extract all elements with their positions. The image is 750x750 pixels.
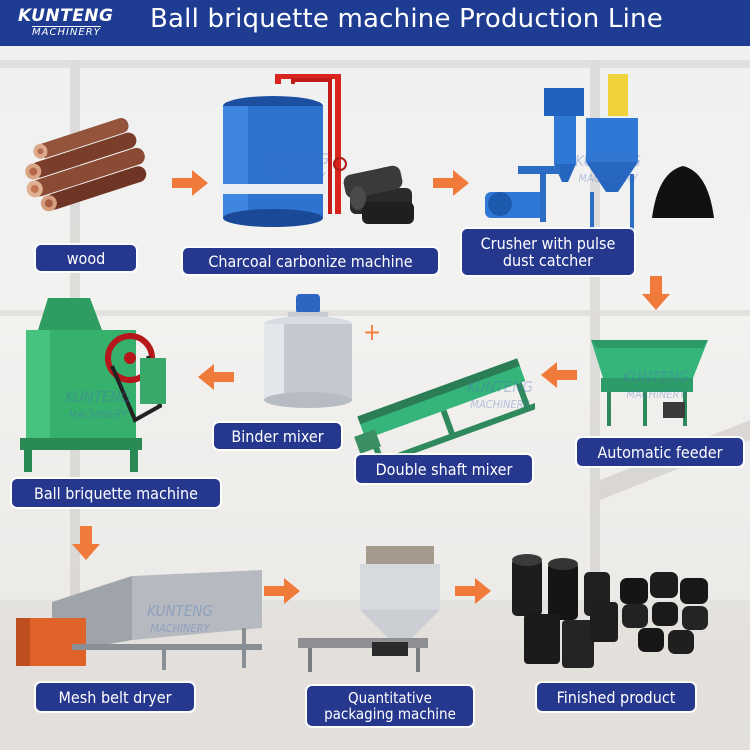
company-logo: KUNTENG MACHINERY	[18, 6, 113, 40]
step-label-mesh-belt-dryer: Mesh belt dryer	[36, 683, 194, 711]
arrow-right-icon	[455, 578, 491, 604]
logo-line1: KUNTENG	[18, 6, 114, 26]
ball-briquette-machine-image	[20, 298, 166, 472]
arrow-down-icon	[72, 526, 100, 560]
step-label-double-shaft-mixer: Double shaft mixer	[356, 455, 532, 483]
step-label-charcoal-carbonize-machine: Charcoal carbonize machine	[183, 248, 438, 274]
arrow-right-icon	[433, 170, 469, 196]
watermark: KUNTENG MACHINERY	[467, 378, 533, 412]
finished-product-image	[512, 554, 708, 668]
arrow-right-icon	[264, 578, 300, 604]
step-label-ball-briquette-machine: Ball briquette machine	[12, 479, 220, 507]
plus-sign: +	[362, 317, 382, 346]
watermark: KUNTENG MACHINERY	[65, 388, 131, 422]
step-label-binder-mixer: Binder mixer	[214, 423, 341, 449]
binder-mixer-image	[264, 294, 352, 408]
charcoal-powder-image	[652, 166, 714, 218]
crusher-with-pulse-dust-catcher-image	[485, 74, 638, 232]
step-label-finished-product: Finished product	[537, 683, 695, 711]
step-label-crusher-dust-catcher: Crusher with pulse dust catcher	[462, 229, 634, 275]
arrow-down-icon	[642, 276, 670, 310]
logo-line2: MACHINERY	[32, 26, 101, 38]
mesh-belt-dryer-image	[16, 570, 262, 670]
double-shaft-mixer-image	[354, 358, 535, 455]
arrow-left-icon	[198, 364, 234, 390]
wood-image	[25, 118, 147, 212]
page-title: Ball briquette machine Production Line	[150, 4, 663, 34]
arrow-left-icon	[541, 362, 577, 388]
step-label-automatic-feeder: Automatic feeder	[577, 438, 743, 466]
watermark: KUNTENG MACHINERY	[575, 152, 641, 186]
charcoal-carbonize-machine-image	[220, 74, 347, 227]
automatic-feeder-image	[591, 340, 708, 426]
watermark: KUNTENG MACHINERY	[263, 150, 329, 184]
charcoal-pieces-image	[343, 165, 414, 224]
watermark: KUNTENG MACHINERY	[147, 602, 213, 636]
arrow-right-icon	[172, 170, 208, 196]
step-label-quantitative-packaging-machine: Quantitative packaging machine	[307, 686, 473, 726]
header-bar: KUNTENG MACHINERY Ball briquette machine…	[0, 0, 750, 46]
watermark: KUNTENG MACHINERY	[623, 368, 689, 402]
quantitative-packaging-machine-image	[298, 546, 440, 672]
step-label-wood: wood	[36, 245, 136, 271]
